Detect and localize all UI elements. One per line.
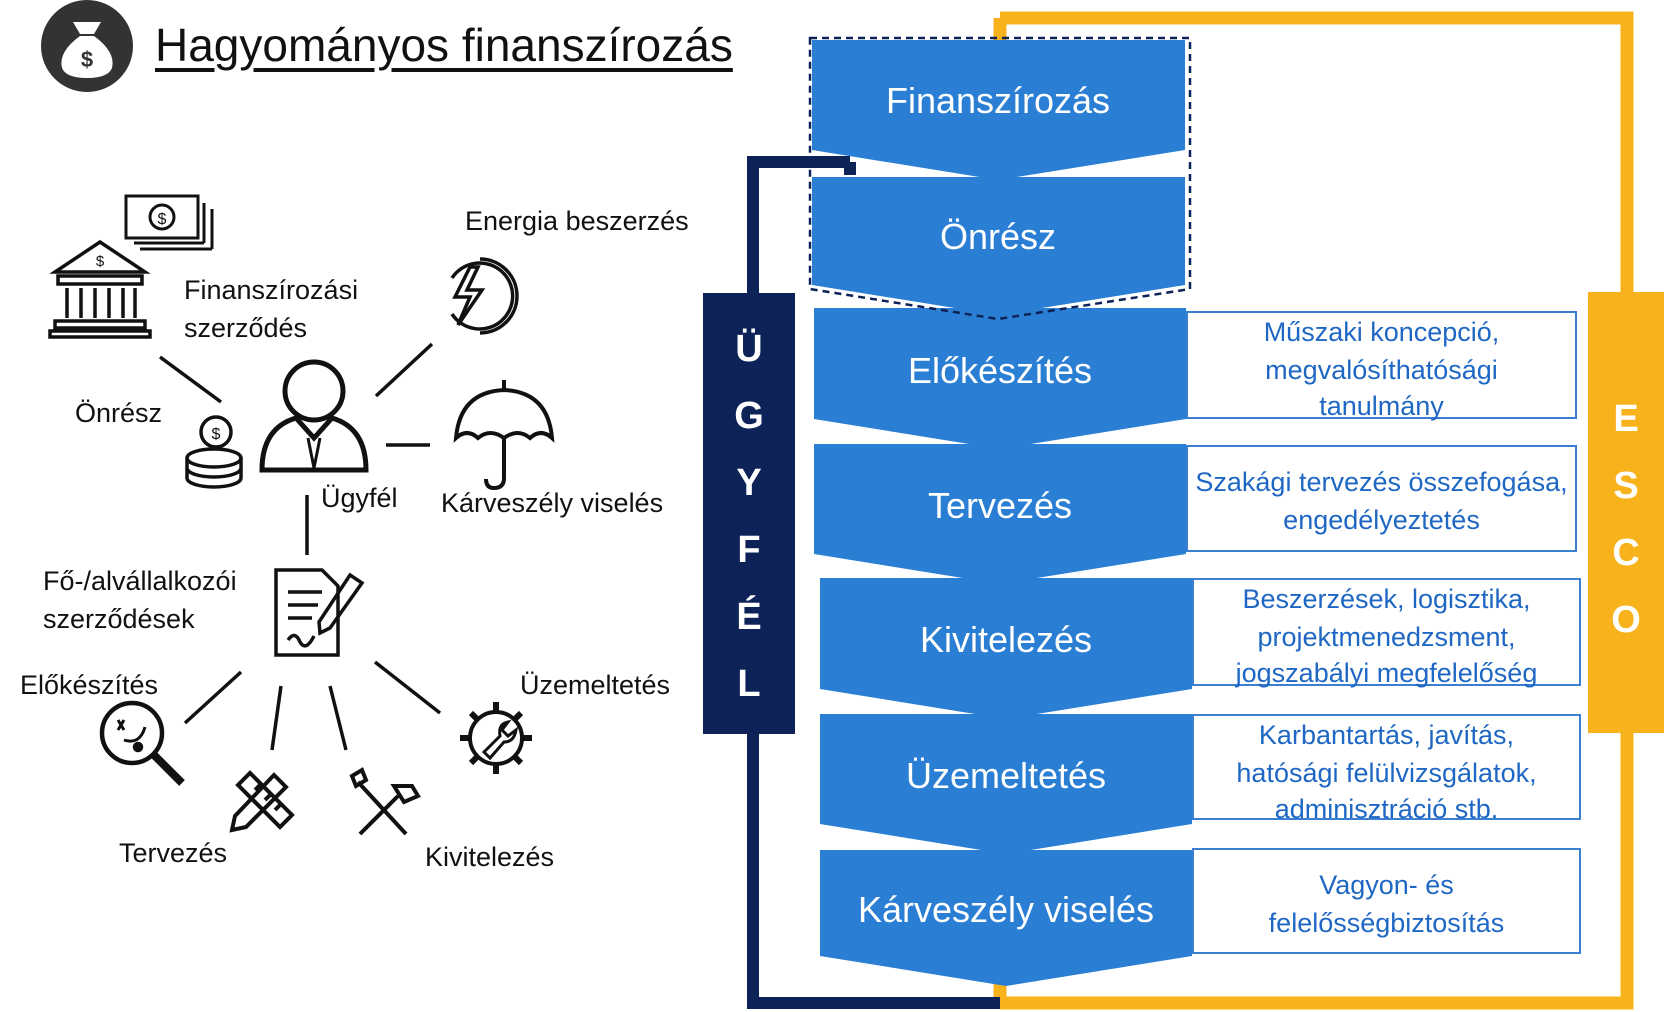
ugyfel-letter: Ü: [735, 328, 763, 370]
label-ugyfel: Ügyfél: [321, 483, 398, 513]
chevron-kivitelezes: [820, 578, 1192, 719]
desc-line: adminisztráció stb.: [1274, 794, 1499, 824]
label-kivitelezes: Kivitelezés: [425, 842, 555, 872]
stage-label-kivitelezes: Kivitelezés: [919, 619, 1093, 660]
desc-line: Karbantartás, javítás,: [1258, 720, 1515, 750]
ugyfel-bar: [703, 293, 795, 734]
desc-box-uzemeltetes: Karbantartás, javítás, hatósági felülviz…: [1192, 714, 1581, 824]
stage-label-tervezes: Tervezés: [927, 485, 1073, 526]
stage-label-elokeszites: Előkészítés: [907, 350, 1093, 391]
chevron-onresz: [812, 177, 1185, 315]
bank-icon: $: [48, 239, 152, 339]
label-uzemeltetes: Üzemeltetés: [520, 670, 671, 700]
label-tervezes: Tervezés: [119, 838, 228, 868]
ugyfel-letter: Y: [736, 462, 762, 504]
desc-line: megvalósíthatósági: [1265, 355, 1498, 385]
hammer-wrench-icon: [349, 767, 421, 836]
svg-text:$: $: [212, 426, 221, 443]
label-elokeszites: Előkészítés: [20, 670, 159, 700]
svg-text:$: $: [81, 47, 93, 72]
chevron-elokeszites: [814, 308, 1186, 449]
label-fo-alvallalkozoi-1: Fő-/alvállalkozói: [43, 566, 237, 596]
umbrella-icon: [453, 380, 555, 491]
label-fo-alvallalkozoi-2: szerződések: [43, 604, 195, 634]
ugyfel-letter: G: [734, 395, 764, 437]
chevron-karveszely: [820, 850, 1192, 986]
esco-letter: O: [1611, 599, 1641, 641]
label-finanszirozasi-1: Finanszírozási: [184, 275, 359, 305]
esco-letter: C: [1612, 532, 1640, 574]
desc-line: Vagyon- és: [1319, 870, 1454, 900]
label-onresz: Önrész: [75, 398, 163, 428]
gear-wrench-icon: [460, 702, 532, 774]
desc-box-tervezes: Szakági tervezés összefogása, engedélyez…: [1186, 445, 1577, 552]
esco-vertical-label: E S C O: [1588, 386, 1664, 654]
ugyfel-letter: L: [737, 663, 761, 705]
dashed-outline: [808, 36, 1192, 321]
coins-icon: $: [185, 415, 243, 489]
page-title: Hagyományos finanszírozás: [155, 19, 733, 71]
desc-line: Szakági tervezés összefogása,: [1195, 467, 1568, 497]
ugyfel-vertical-label: Ü G Y F É L: [703, 316, 795, 718]
svg-text:$: $: [158, 211, 167, 228]
cash-icon: $: [124, 194, 214, 251]
desc-line: hatósági felülvizsgálatok,: [1236, 758, 1537, 788]
chevron-tervezes: [814, 444, 1186, 584]
desc-line: jogszabályi megfelelőség: [1235, 658, 1538, 688]
desc-box-elokeszites: Műszaki koncepció, megvalósíthatósági ta…: [1186, 311, 1577, 421]
stage-label-uzemeltetes: Üzemeltetés: [905, 755, 1107, 796]
esco-letter: E: [1613, 398, 1639, 440]
money-bag-icon: $: [41, 0, 133, 92]
chevron-uzemeltetes: [820, 714, 1192, 854]
desc-line: projektmenedzsment,: [1257, 622, 1516, 652]
desc-line: tanulmány: [1319, 391, 1444, 421]
lightning-icon: [450, 257, 519, 335]
esco-bar: [1588, 292, 1664, 733]
desc-box-kivitelezes: Beszerzések, logisztika, projektmenedzsm…: [1192, 578, 1581, 688]
stage-label-finanszirozas: Finanszírozás: [885, 80, 1111, 121]
magnifier-icon: [99, 700, 185, 786]
desc-line: Beszerzések, logisztika,: [1242, 584, 1531, 614]
contract-icon: [274, 568, 365, 657]
person-icon: [259, 359, 369, 473]
pencil-ruler-icon: [229, 770, 295, 833]
desc-line: engedélyeztetés: [1283, 505, 1480, 535]
stage-label-karveszely: Kárveszély viselés: [857, 889, 1155, 930]
desc-box-karveszely: Vagyon- és felelősségbiztosítás: [1192, 848, 1581, 954]
label-energia-beszerzes: Energia beszerzés: [465, 206, 689, 236]
svg-text:$: $: [96, 253, 105, 270]
ugyfel-letter: F: [737, 529, 761, 571]
desc-line: felelősségbiztosítás: [1268, 908, 1505, 938]
chevrons: [812, 40, 1192, 986]
chevron-finanszirozas: [812, 40, 1185, 180]
esco-letter: S: [1613, 465, 1639, 507]
label-finanszirozasi-2: szerződés: [184, 313, 308, 343]
stage-label-onresz: Önrész: [939, 216, 1057, 257]
desc-line: Műszaki koncepció,: [1263, 317, 1500, 347]
ugyfel-letter: É: [736, 596, 762, 638]
connector-lines: [158, 342, 442, 751]
label-karveszely: Kárveszély viselés: [441, 488, 664, 518]
